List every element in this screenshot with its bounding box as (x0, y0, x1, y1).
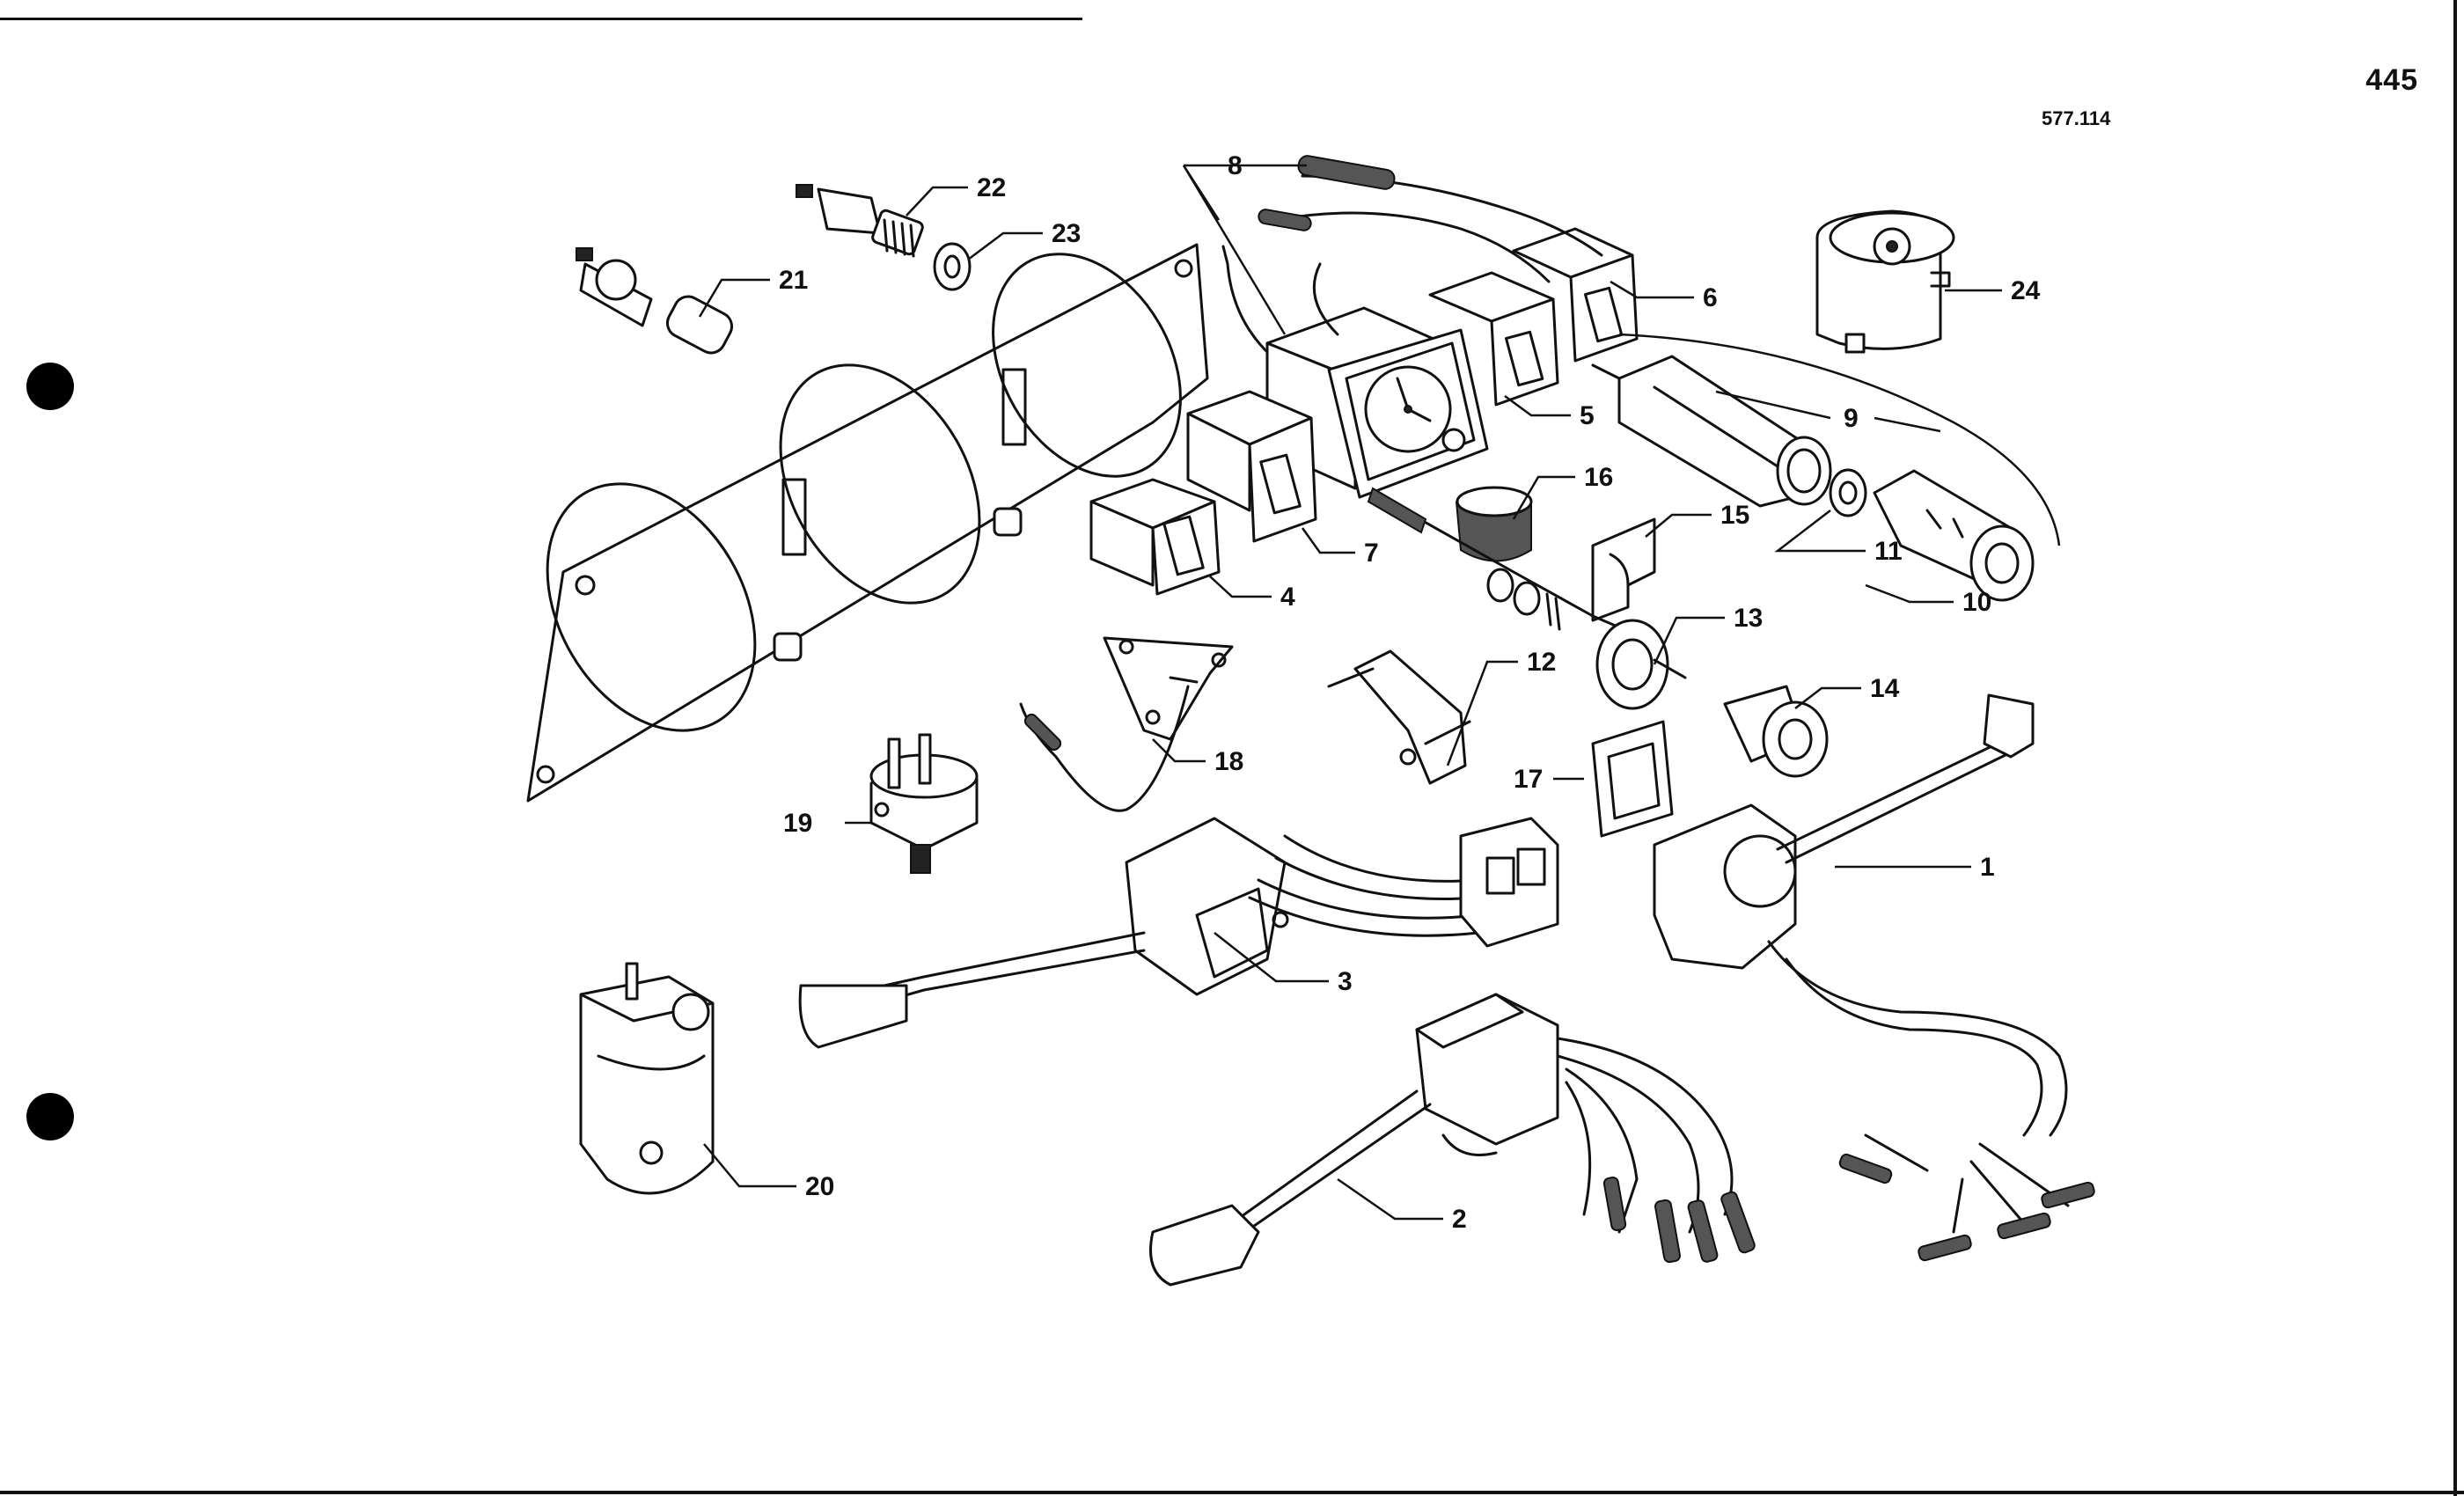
top-rule (0, 18, 1082, 20)
page-number: 445 (2365, 63, 2418, 97)
binder-hole-bottom (26, 1093, 74, 1140)
leader-lines (698, 164, 2002, 1221)
part-16-plug (1455, 486, 1533, 562)
part-22-sensor (796, 184, 924, 258)
bottom-rule (0, 1491, 2464, 1494)
part-7-switch (1186, 390, 1317, 543)
part-10-lighter-element (1873, 469, 2035, 602)
callout-18: 18 (1214, 747, 1243, 776)
callout-13: 13 (1734, 604, 1763, 633)
callout-24: 24 (2011, 276, 2041, 305)
callout-17: 17 (1514, 765, 1543, 794)
part-18-bracket (1019, 636, 1234, 812)
callout-2: 2 (1452, 1205, 1467, 1234)
callout-15: 15 (1720, 501, 1749, 530)
part-23-washer (933, 242, 972, 291)
callout-22: 22 (977, 173, 1006, 202)
callout-20: 20 (805, 1172, 834, 1201)
callout-8: 8 (1228, 151, 1243, 180)
part-2-stalk-switch (1149, 993, 1756, 1287)
upper-wiring (1258, 155, 1603, 336)
part-19-switch (869, 733, 979, 874)
part-17-cover (1591, 720, 1674, 838)
callout-23: 23 (1052, 219, 1081, 248)
callout-14: 14 (1870, 674, 1900, 703)
callout-19: 19 (783, 809, 812, 838)
callout-12: 12 (1527, 648, 1556, 677)
callout-labels: 1 2 3 4 5 6 7 8 9 10 11 12 13 14 15 16 1… (779, 151, 2041, 1234)
drawing-reference: 577.114 (2042, 107, 2111, 129)
callout-21: 21 (779, 266, 808, 295)
part-24-relay (1815, 209, 1955, 354)
callout-7: 7 (1364, 539, 1379, 568)
callout-1: 1 (1980, 853, 1995, 882)
part-15-clip (1591, 517, 1656, 622)
callout-16: 16 (1584, 463, 1613, 492)
binder-hole-top (26, 363, 74, 410)
right-rule (2453, 0, 2457, 1496)
callout-3: 3 (1338, 967, 1353, 996)
callout-9: 9 (1844, 404, 1859, 433)
part-11-ring (1829, 468, 1867, 517)
callout-11: 11 (1874, 537, 1903, 566)
part-5-switch (1428, 271, 1559, 407)
part-9-lighter-housing (1591, 355, 1832, 508)
callout-5: 5 (1580, 401, 1595, 430)
instrument-panel (526, 243, 1209, 803)
part-3-stalk-switch (798, 817, 1559, 1049)
part-4-switch (1089, 478, 1221, 596)
part-20-relay (579, 962, 715, 1195)
part-14-knob (1723, 685, 1829, 778)
callout-4: 4 (1280, 583, 1295, 612)
part-8-clock (1221, 245, 1489, 499)
part-1-stalk-switch (1653, 693, 2095, 1262)
part-21-sensor (576, 247, 734, 355)
part-9-bracket-line (1618, 333, 2061, 546)
part-13-choke-cable (1367, 487, 1687, 710)
callout-6: 6 (1703, 283, 1718, 312)
callout-10: 10 (1962, 588, 1991, 617)
